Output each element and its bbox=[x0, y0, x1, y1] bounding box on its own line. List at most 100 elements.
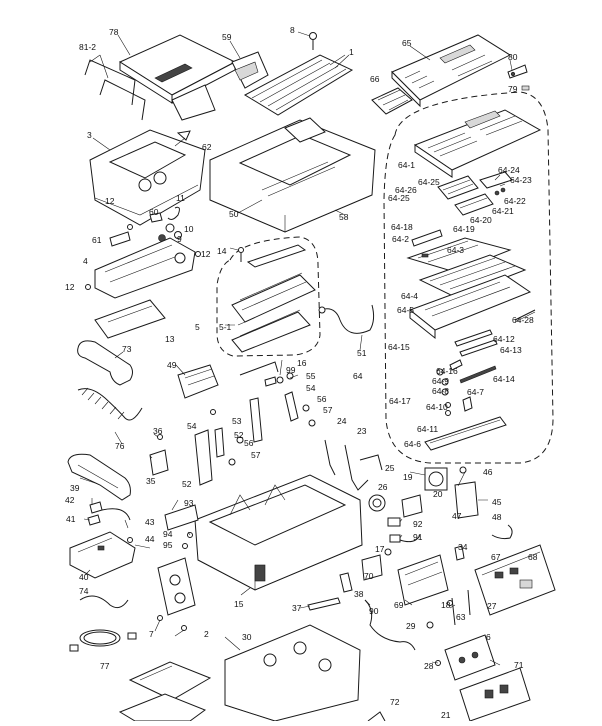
part-1-hatched-panel bbox=[243, 54, 354, 116]
part-39-cradle bbox=[67, 453, 131, 501]
label-9: 9 bbox=[177, 234, 182, 244]
label-64-6: 64-6 bbox=[404, 439, 421, 449]
label-36: 36 bbox=[153, 426, 163, 436]
part-4-rail-assembly bbox=[94, 237, 196, 299]
label-64-10: 64-10 bbox=[426, 402, 448, 412]
part-78-document-cover bbox=[118, 34, 237, 104]
label-90: 90 bbox=[369, 606, 379, 616]
part-2-motor-bracket bbox=[157, 557, 196, 616]
part-37-strip bbox=[307, 597, 341, 611]
part-53-screw bbox=[210, 409, 216, 415]
label-35: 35 bbox=[146, 476, 156, 486]
label-12-b: 12 bbox=[201, 249, 211, 259]
part-50-upper-cover bbox=[209, 117, 376, 233]
label-64-5: 64-5 bbox=[397, 305, 414, 315]
label-12-a: 12 bbox=[105, 196, 115, 206]
label-7: 7 bbox=[149, 629, 154, 639]
part-16-wire bbox=[239, 361, 279, 376]
label-16: 16 bbox=[297, 358, 307, 368]
label-64-21: 64-21 bbox=[492, 206, 514, 216]
label-60: 60 bbox=[149, 207, 159, 217]
part-49-cover bbox=[177, 364, 219, 399]
label-43: 43 bbox=[145, 517, 155, 527]
part-79-cap bbox=[521, 85, 530, 91]
part-6-power-board bbox=[444, 634, 496, 681]
label-21: 21 bbox=[441, 710, 451, 720]
label-64-9: 64-9 bbox=[432, 376, 449, 386]
part-24-23-levers bbox=[324, 439, 369, 491]
label-51: 51 bbox=[357, 348, 367, 358]
label-54: 54 bbox=[306, 383, 316, 393]
part-67-68-main-board bbox=[474, 544, 556, 616]
label-24: 24 bbox=[337, 416, 347, 426]
leader-lines bbox=[79, 31, 513, 666]
label-14: 14 bbox=[217, 246, 227, 256]
part-93-shield bbox=[164, 504, 199, 531]
part-56-57-lower-screws bbox=[228, 436, 244, 466]
label-70: 70 bbox=[364, 571, 374, 581]
label-64-8: 64-8 bbox=[432, 386, 449, 396]
part-8-screw bbox=[309, 32, 317, 50]
label-29: 29 bbox=[406, 621, 416, 631]
part-34-part bbox=[454, 545, 465, 561]
label-71: 71 bbox=[514, 660, 524, 670]
label-64-3: 64-3 bbox=[447, 245, 464, 255]
label-10: 10 bbox=[184, 224, 194, 234]
label-44: 44 bbox=[145, 534, 155, 544]
part-64-keys-cluster bbox=[437, 171, 513, 216]
part-30-bottom-chassis bbox=[224, 624, 361, 722]
label-64-13: 64-13 bbox=[500, 345, 522, 355]
part-10-9-gears bbox=[158, 223, 182, 242]
label-41: 41 bbox=[66, 514, 76, 524]
part-66-keypad-sheet bbox=[371, 87, 413, 115]
part-76-coil-cord bbox=[77, 387, 143, 421]
label-4: 4 bbox=[83, 256, 88, 266]
label-20: 20 bbox=[433, 489, 443, 499]
label-8: 8 bbox=[290, 25, 295, 35]
label-46: 46 bbox=[483, 467, 493, 477]
label-64-4: 64-4 bbox=[401, 291, 418, 301]
label-64-22: 64-22 bbox=[504, 196, 526, 206]
label-5-1: 5-1 bbox=[219, 322, 232, 332]
label-38: 38 bbox=[354, 589, 364, 599]
label-57-b: 57 bbox=[251, 450, 261, 460]
part-18-27-screws bbox=[447, 589, 471, 616]
label-76: 76 bbox=[115, 441, 125, 451]
part-90-cable bbox=[364, 599, 416, 651]
part-74-cable bbox=[79, 595, 129, 609]
label-64-7: 64-7 bbox=[467, 387, 484, 397]
part-26-speaker bbox=[368, 494, 386, 512]
label-47: 47 bbox=[452, 511, 462, 521]
label-57: 57 bbox=[323, 405, 333, 415]
part-99-55-parts bbox=[264, 372, 294, 387]
label-64: 64 bbox=[353, 371, 363, 381]
part-19-fan bbox=[424, 467, 448, 491]
label-53: 53 bbox=[232, 416, 242, 426]
part-54-56-57-brackets bbox=[249, 391, 316, 443]
label-6: 6 bbox=[486, 632, 491, 642]
part-81-2-wire-guides bbox=[84, 54, 146, 121]
label-64-16: 64-16 bbox=[436, 366, 458, 376]
part-35-plate bbox=[149, 449, 169, 476]
scanner-group-outline bbox=[216, 236, 321, 357]
part-36-screw bbox=[157, 434, 163, 440]
label-81-2: 81-2 bbox=[79, 42, 96, 52]
part-5-scanner-unit bbox=[231, 244, 316, 353]
label-54-b: 54 bbox=[187, 421, 197, 431]
part-64-6-11-base-plate bbox=[424, 416, 507, 451]
label-61: 61 bbox=[92, 235, 102, 245]
label-64-17: 64-17 bbox=[389, 396, 411, 406]
part-12-screws-set bbox=[85, 224, 201, 290]
label-49: 49 bbox=[167, 360, 177, 370]
part-60-small-part bbox=[149, 212, 163, 223]
label-15: 15 bbox=[234, 599, 244, 609]
label-12-c: 12 bbox=[65, 282, 75, 292]
label-56-b: 56 bbox=[244, 438, 254, 448]
label-64-11: 64-11 bbox=[417, 424, 438, 434]
part-77-coiled-cable bbox=[69, 629, 137, 652]
part-17-70-parts bbox=[361, 548, 392, 581]
callout-labels: 78 59 8 1 65 80 79 81-2 66 3 62 64-1 64-… bbox=[65, 25, 538, 720]
label-64-19: 64-19 bbox=[453, 224, 475, 234]
label-64-20: 64-20 bbox=[470, 215, 492, 225]
label-95: 95 bbox=[163, 540, 173, 550]
